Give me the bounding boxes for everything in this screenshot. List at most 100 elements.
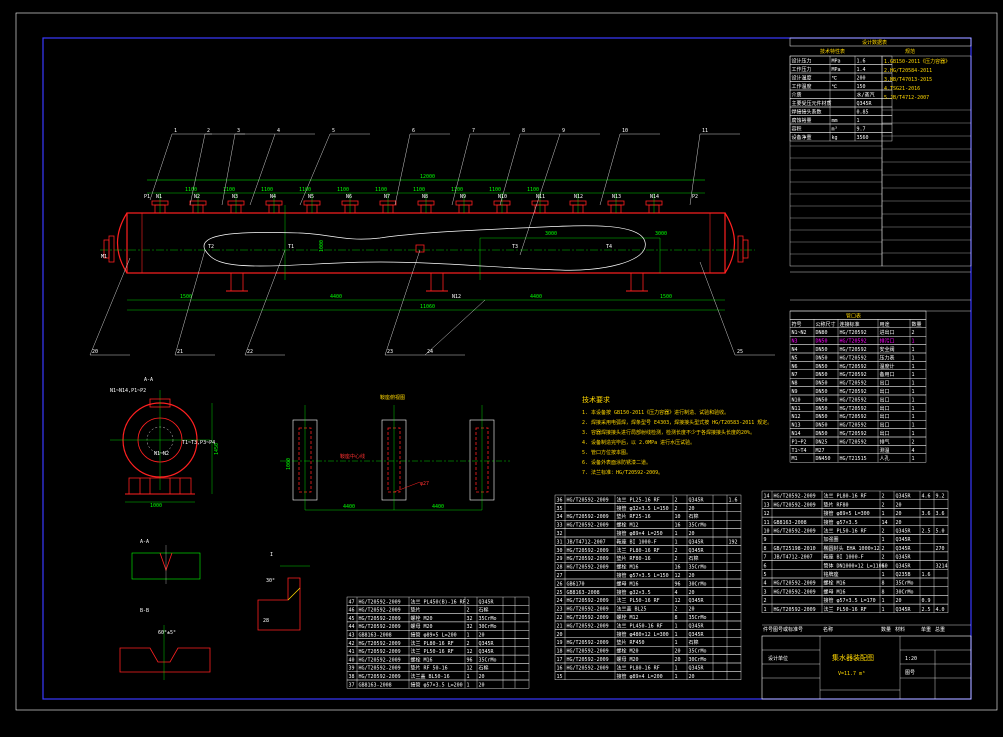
title-org: 设计单位: [768, 655, 788, 662]
cell: 2: [467, 608, 470, 614]
svg-text:T1~T3,P3~P4: T1~T3,P3~P4: [182, 440, 215, 446]
cell: DN50: [816, 423, 828, 429]
cell: 20: [896, 511, 902, 517]
svg-text:1500: 1500: [180, 294, 192, 300]
nozzle-n9: N9: [455, 193, 473, 214]
cell: 7: [764, 555, 767, 561]
cell: HG/T20592-2009: [359, 641, 401, 647]
cell: 接管 φ32×3.5: [617, 589, 651, 596]
cell: Q345R: [896, 546, 912, 552]
nozzle-n11: N11: [531, 193, 549, 214]
nozzle-label-n4: N4: [270, 194, 276, 200]
cell: 0.85: [857, 110, 869, 116]
balloon-top-0: 1: [174, 128, 177, 134]
cell: 1: [882, 607, 885, 613]
cell: Q345R: [689, 632, 705, 638]
cell: 石棉: [479, 665, 489, 672]
parts-header-2: 名称: [823, 626, 833, 633]
nozzle-n14: N14: [645, 193, 663, 214]
cell: 接管 φ89×4 L=200: [617, 673, 663, 680]
cell: Q345R: [857, 101, 873, 107]
cell: Q345R: [689, 548, 705, 554]
cell: 法兰 PL50-16 RF: [824, 528, 867, 535]
svg-text:N1~N14,P1~P2: N1~N14,P1~P2: [110, 388, 146, 394]
cell: 垫片: [411, 607, 421, 614]
cell: N13: [792, 423, 801, 429]
cell: 石棉: [479, 607, 489, 614]
svg-text:B-B: B-B: [140, 608, 149, 614]
cell: 垫片 RF 50-16: [411, 665, 448, 672]
section-view-end: A-A 1000 1450 N1~N14,P1~P2 T1~T3,P3~P4 N…: [110, 377, 220, 509]
cell: 4: [764, 581, 767, 587]
cell: 1: [675, 665, 678, 671]
cell: 接管 φ57×3.5 L=170: [824, 597, 876, 604]
spec-line: 3.NB/T47013-2015: [884, 77, 932, 83]
cell: 96: [467, 657, 473, 663]
cell: HG/T20592-2009: [774, 607, 816, 613]
cell: 1: [882, 572, 885, 578]
cell: 21: [557, 623, 563, 629]
cell: HG/T20592-2009: [359, 608, 401, 614]
balloon-bottom-1: 21: [177, 349, 183, 355]
cell: 5.0: [936, 529, 945, 535]
label-P1: P1: [144, 194, 150, 200]
cell: HG/T20592-2009: [567, 607, 609, 613]
cell: HG/T20592: [840, 423, 867, 429]
table-header: 符号公称尺寸连接标准用途数量: [789, 319, 927, 328]
cell: 接管 φ57×3.5 L=200: [411, 681, 463, 688]
cell: 9.2: [936, 494, 945, 500]
cell: HG/T20592-2009: [567, 615, 609, 621]
cell: 接管 φ57×3.5: [824, 519, 858, 526]
cell: 介质: [792, 92, 802, 99]
top-dim-4: 1100: [337, 187, 349, 193]
cell: 2: [882, 546, 885, 552]
nozzle-n1: N1: [151, 193, 169, 214]
cell: N10: [792, 397, 801, 403]
cell: 接管 φ57×3.5 L=150: [617, 572, 669, 579]
cell: GB6170: [567, 581, 585, 587]
cell: 20: [479, 633, 485, 639]
cell: 39: [349, 666, 355, 672]
top-dim-3: 1100: [299, 187, 311, 193]
cell: 螺栓 M12: [617, 614, 639, 621]
cell: 2: [467, 641, 470, 647]
saddle-right: [626, 272, 648, 292]
cell: 4: [912, 448, 915, 454]
cell: 加强圈: [824, 536, 839, 543]
cell: 19: [557, 640, 563, 646]
dim-overall: 12000: [420, 174, 435, 180]
cell: Q345R: [689, 598, 705, 604]
cell: HG/T20592-2009: [567, 640, 609, 646]
cell: 40: [349, 657, 355, 663]
balloon-top-8: 9: [562, 128, 565, 134]
title-spec: V=11.7 m³: [838, 671, 865, 677]
cell: N11: [792, 406, 801, 412]
nozzle-n2: N2: [189, 193, 207, 214]
cell: 5: [764, 572, 767, 578]
cell: DN450: [816, 456, 831, 462]
cell: 20: [479, 674, 485, 680]
saddle-left: [226, 272, 248, 292]
cell: 30CrMo: [689, 581, 707, 587]
revision-cloud: [203, 225, 646, 271]
parts-header-6: 总重: [935, 626, 945, 633]
balloon-top-7: 8: [522, 128, 525, 134]
cell: 2: [675, 497, 678, 503]
cell: 出口: [880, 388, 890, 395]
cell: 出口: [880, 396, 890, 403]
cell: 出口: [880, 380, 890, 387]
cell: 接管 φ89×4 L=250: [617, 530, 663, 537]
spec-line: 1.GB150-2011《压力容器》: [884, 58, 950, 65]
